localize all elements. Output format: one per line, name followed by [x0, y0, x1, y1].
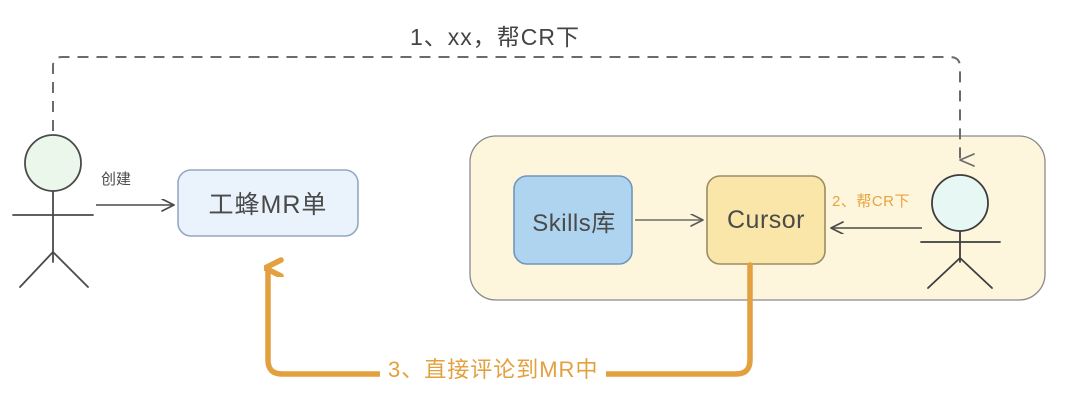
avatar — [24, 134, 82, 192]
skills-library-box[interactable] — [513, 175, 633, 265]
avatar — [931, 174, 989, 232]
actor-developer-left — [12, 134, 94, 288]
edge-request-cr — [52, 56, 975, 167]
actor-reviewer-right — [920, 174, 1001, 289]
mr-ticket-box[interactable] — [177, 169, 359, 237]
cursor-box[interactable] — [706, 175, 826, 265]
